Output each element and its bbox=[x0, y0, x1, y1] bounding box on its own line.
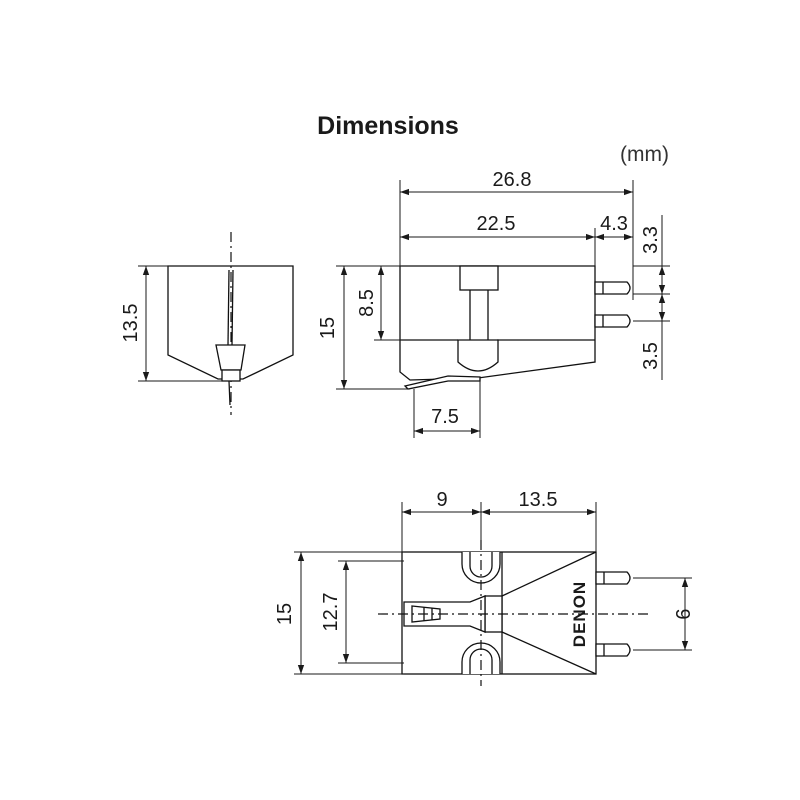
side-pin-top-offset-label: 3.3 bbox=[640, 226, 662, 254]
unit-label: (mm) bbox=[620, 143, 669, 166]
side-mount-height-label: 8.5 bbox=[356, 289, 378, 317]
front-height-label: 13.5 bbox=[120, 304, 142, 343]
top-front-to-mount-label: 9 bbox=[436, 489, 447, 511]
side-pin-spacing-label: 3.5 bbox=[640, 342, 662, 370]
top-width-label: 15 bbox=[274, 603, 296, 625]
front-view bbox=[138, 232, 294, 415]
side-body-length-label: 22.5 bbox=[477, 213, 516, 235]
side-pin-overhang-label: 4.3 bbox=[600, 213, 628, 235]
top-view bbox=[294, 502, 692, 686]
brand-logo: DENON bbox=[570, 581, 589, 647]
side-height-label: 15 bbox=[317, 317, 339, 339]
side-total-length-label: 26.8 bbox=[493, 169, 532, 191]
side-view bbox=[336, 180, 670, 438]
side-stylus-offset-label: 7.5 bbox=[431, 406, 459, 428]
top-pin-span-label: 9 bbox=[671, 608, 693, 619]
diagram-title: Dimensions bbox=[317, 112, 459, 140]
top-inner-width-label: 12.7 bbox=[320, 593, 342, 632]
top-mount-to-rear-label: 13.5 bbox=[519, 489, 558, 511]
